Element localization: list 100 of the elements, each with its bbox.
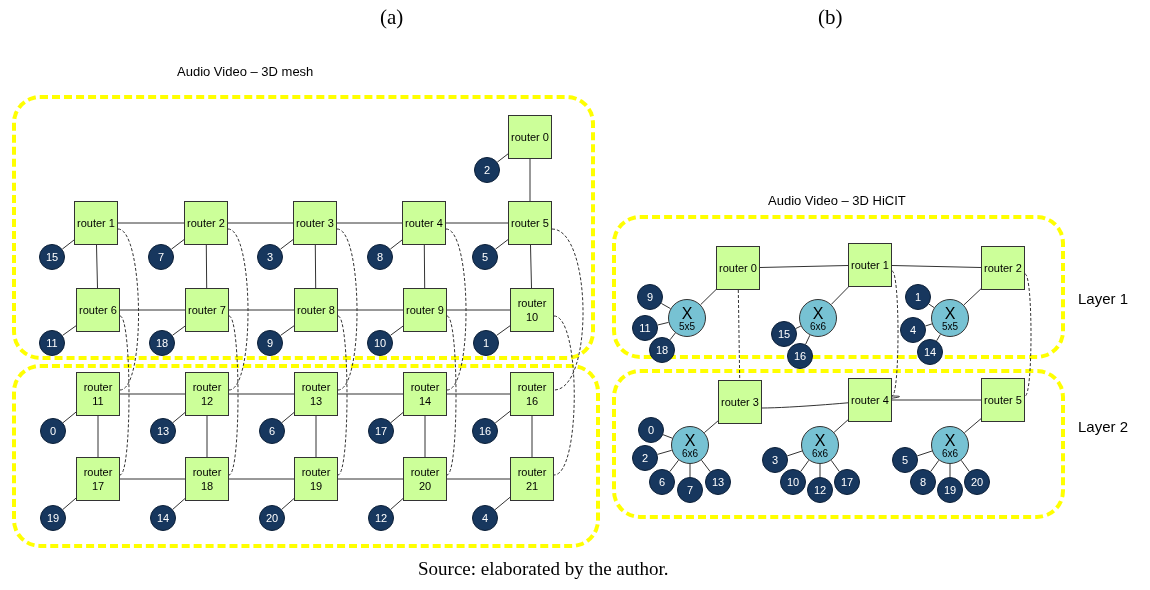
core-circle: 13 [705, 469, 731, 495]
connector-line [446, 393, 511, 395]
dashed-connector [337, 315, 348, 476]
connector-line [833, 419, 849, 433]
connector-line [390, 325, 404, 336]
connector-line [496, 325, 511, 336]
connector-line [314, 244, 317, 289]
core-circle: 16 [472, 418, 498, 444]
dashed-connector [445, 228, 467, 391]
connector-line [916, 450, 933, 457]
connector-line [119, 309, 186, 311]
connector-line [205, 244, 208, 289]
core-circle: 10 [780, 469, 806, 495]
panel-label: (a) [380, 5, 404, 30]
core-circle: 17 [834, 469, 860, 495]
crossbar-size: 6x6 [809, 322, 827, 332]
router-box: router 19 [294, 457, 338, 501]
router-box: router 16 [510, 372, 554, 416]
connector-line [800, 459, 810, 472]
panel-label: (b) [818, 5, 843, 30]
connector-line [172, 325, 186, 336]
connector-line [206, 415, 208, 458]
connector-line [61, 239, 75, 250]
connector-line [657, 321, 669, 326]
dashed-connector [228, 315, 239, 476]
connector-line [830, 459, 840, 472]
connector-line [530, 244, 532, 289]
connector-line [494, 239, 509, 250]
connector-line [390, 412, 404, 424]
connector-line [936, 333, 941, 342]
router-box: router 11 [76, 372, 120, 416]
router-box: router 17 [76, 457, 120, 501]
core-circle: 5 [892, 447, 918, 473]
connector-line [924, 323, 933, 327]
core-circle: 18 [649, 337, 675, 363]
connector-line [960, 459, 970, 472]
core-circle: 1 [905, 284, 931, 310]
connector-line [830, 286, 849, 305]
connector-line [964, 418, 982, 434]
crossbar-circle [671, 426, 709, 464]
core-circle: 13 [150, 418, 176, 444]
router-box: router 4 [848, 378, 892, 422]
connector-line [819, 463, 821, 478]
crossbar-circle [931, 426, 969, 464]
router-box: router 9 [403, 288, 447, 332]
core-circle: 0 [638, 417, 664, 443]
connector-line [97, 415, 99, 458]
connector-line [669, 459, 679, 473]
connector-line [389, 239, 403, 250]
caption: Source: elaborated by the author. [418, 558, 669, 580]
connector-line [701, 459, 711, 473]
connector-line [279, 239, 294, 250]
router-box: router 14 [403, 372, 447, 416]
crossbar-circle [801, 426, 839, 464]
connector-line [805, 334, 811, 345]
connector-line [529, 158, 531, 202]
core-circle: 4 [472, 505, 498, 531]
router-box: router 3 [718, 380, 762, 424]
core-circle: 20 [964, 469, 990, 495]
crossbar-circle [799, 299, 837, 337]
crossbar-symbol: X [944, 306, 956, 322]
core-circle: 4 [900, 317, 926, 343]
core-circle: 20 [259, 505, 285, 531]
crossbar-circle [931, 299, 969, 337]
connector-line [227, 222, 294, 224]
dashed-connector [551, 228, 584, 391]
core-circle: 8 [367, 244, 393, 270]
crossbar-symbol: X [814, 433, 826, 449]
connector-line [96, 244, 98, 289]
connector-line [700, 289, 717, 306]
core-circle: 18 [149, 330, 175, 356]
connector-line [891, 399, 982, 401]
core-circle: 19 [937, 477, 963, 503]
core-circle: 16 [787, 343, 813, 369]
core-circle: 2 [474, 157, 500, 183]
router-box: router 5 [508, 201, 552, 245]
connector-line [703, 420, 719, 434]
connector-line [423, 244, 426, 289]
connector-line [337, 393, 404, 395]
router-box: router 3 [293, 201, 337, 245]
connector-line [445, 222, 509, 224]
connector-line [494, 410, 511, 424]
dashed-connector [117, 228, 139, 391]
core-circle: 8 [910, 469, 936, 495]
crossbar-size: 6x6 [941, 449, 959, 459]
connector-line [786, 450, 803, 457]
connector-line [496, 153, 509, 163]
connector-line [315, 415, 317, 458]
core-circle: 12 [368, 505, 394, 531]
core-circle: 1 [473, 330, 499, 356]
dashed-connector [336, 228, 358, 391]
connector-line [172, 498, 186, 510]
router-box: router 8 [294, 288, 338, 332]
router-box: router 0 [508, 115, 552, 159]
core-circle: 15 [39, 244, 65, 270]
core-circle: 7 [677, 477, 703, 503]
connector-line [531, 415, 533, 458]
crossbar-circle [668, 299, 706, 337]
router-box: router 21 [510, 457, 554, 501]
connector-line [336, 222, 403, 224]
